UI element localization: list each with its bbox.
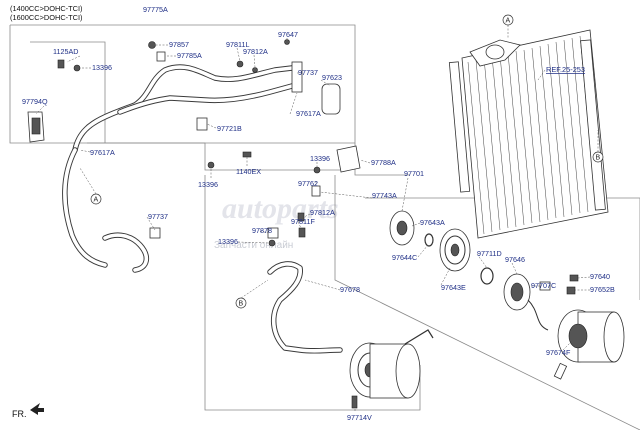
relief-valve — [553, 362, 568, 380]
label-97623[interactable]: 97623 — [322, 73, 342, 82]
label-97640[interactable]: 97640 — [590, 272, 610, 281]
suction-pipe-lower — [267, 261, 343, 354]
fitting-97737-lower — [149, 227, 161, 239]
shim-97644c — [424, 233, 434, 247]
label-97811l[interactable]: 97811L — [226, 40, 249, 49]
bolt-1140ex — [242, 151, 252, 158]
nut-13396-lower — [268, 239, 276, 247]
compressor-body-97674f — [557, 309, 625, 363]
label-97617a-left[interactable]: 97617A — [90, 148, 115, 157]
bolt-97714v — [351, 395, 358, 409]
callout-b-left-letter: B — [239, 301, 244, 308]
label-97812a-upper[interactable]: 97812A — [243, 47, 268, 56]
label-97857[interactable]: 97857 — [169, 40, 189, 49]
label-97647[interactable]: 97647 — [278, 30, 298, 39]
label-13396-top[interactable]: 13396 — [92, 63, 112, 72]
fitting-97737-upper — [291, 61, 303, 93]
label-97714v[interactable]: 97714V — [347, 413, 372, 422]
label-97775a[interactable]: 97775A — [143, 5, 168, 14]
label-97788a[interactable]: 97788A — [371, 158, 396, 167]
clutch-hub-97643a — [389, 210, 415, 246]
label-97878[interactable]: 97878 — [252, 226, 272, 235]
receiver-drier-hose — [102, 232, 149, 273]
callout-a-left: A — [79, 167, 102, 205]
liquid-pipe-long — [62, 147, 108, 268]
label-97711d[interactable]: 97711D — [477, 249, 502, 258]
nut-13396-right — [313, 166, 321, 174]
callout-b-right: B — [592, 130, 604, 163]
label-1125ad[interactable]: 1125AD — [53, 47, 78, 56]
front-arrow-icon — [30, 403, 44, 415]
oring-97811f — [298, 227, 306, 238]
watermark-brand: autoparts — [222, 192, 339, 225]
label-97674f[interactable]: 97674F — [546, 348, 571, 357]
label-97721b[interactable]: 97721B — [217, 124, 242, 133]
label-97707c[interactable]: 97707C — [531, 281, 556, 290]
label-97643e[interactable]: 97643E — [441, 283, 466, 292]
assembly-frames — [9, 24, 640, 430]
reference-label[interactable]: REF.25-253 — [546, 65, 585, 74]
label-97812a-lower[interactable]: 97812A — [310, 208, 335, 217]
clip-97785a — [156, 51, 166, 62]
callout-a-top: A — [502, 14, 514, 38]
receiver-drier-97623 — [321, 83, 341, 115]
oring-97812a-lower — [297, 212, 305, 222]
nut-13396-top — [73, 64, 81, 72]
callout-a-left-letter: A — [94, 197, 99, 204]
label-97785a[interactable]: 97785A — [177, 51, 202, 60]
clamp-97721b — [196, 117, 208, 131]
nut-13396-mid — [207, 161, 215, 169]
label-1140ex[interactable]: 1140EX — [236, 167, 261, 176]
label-13396-lower[interactable]: 13396 — [218, 237, 238, 246]
label-97737-upper[interactable]: 97737 — [298, 68, 318, 77]
suction-pipe-upper — [72, 64, 295, 153]
watermark-text: Запчасти онлайн — [214, 240, 293, 251]
leader-lines — [35, 38, 591, 411]
label-13396-right[interactable]: 13396 — [310, 154, 330, 163]
watermark: autoparts Запчасти онлайн — [214, 192, 339, 251]
bolt-97647 — [284, 39, 290, 45]
label-97794q[interactable]: 97794Q — [22, 97, 48, 106]
pulley-97643e — [439, 228, 471, 272]
switch-97652b — [566, 286, 576, 295]
oring-97811l — [236, 60, 244, 68]
cap-97857 — [148, 41, 156, 49]
oring-97812a-upper — [252, 67, 258, 73]
callout-b-right-letter: B — [596, 155, 601, 162]
field-coil-97646 — [503, 273, 549, 331]
label-97643a[interactable]: 97643A — [420, 218, 445, 227]
label-97743a[interactable]: 97743A — [372, 191, 397, 200]
bolt-97640 — [569, 274, 579, 282]
label-97678[interactable]: 97678 — [340, 285, 360, 294]
label-13396-mid[interactable]: 13396 — [198, 180, 218, 189]
callout-b-left: B — [235, 279, 269, 309]
label-97652b[interactable]: 97652B — [590, 285, 615, 294]
condenser — [448, 29, 609, 239]
front-direction-indicator: FR. — [12, 403, 44, 419]
label-97617a-upper[interactable]: 97617A — [296, 109, 321, 118]
label-97701[interactable]: 97701 — [404, 169, 424, 178]
engine-spec-line-1: (1400CC>DOHC-TCI) — [10, 4, 82, 13]
compressor-assembly-97701 — [349, 329, 434, 399]
callout-a-top-letter: A — [506, 18, 511, 25]
label-97646[interactable]: 97646 — [505, 255, 525, 264]
sensor-97788a — [336, 145, 361, 173]
label-97811f[interactable]: 97811F — [291, 217, 315, 226]
label-97737-lower[interactable]: 97737 — [148, 212, 168, 221]
label-97762[interactable]: 97762 — [298, 179, 318, 188]
label-97644c[interactable]: 97644C — [392, 253, 417, 262]
snap-ring-97711d — [480, 267, 494, 285]
bracket-97794q — [27, 111, 45, 143]
bolt-1125ad — [57, 59, 65, 69]
front-label: FR. — [12, 409, 27, 419]
engine-spec-line-2: (1600CC>DOHC-TCI) — [10, 13, 82, 22]
